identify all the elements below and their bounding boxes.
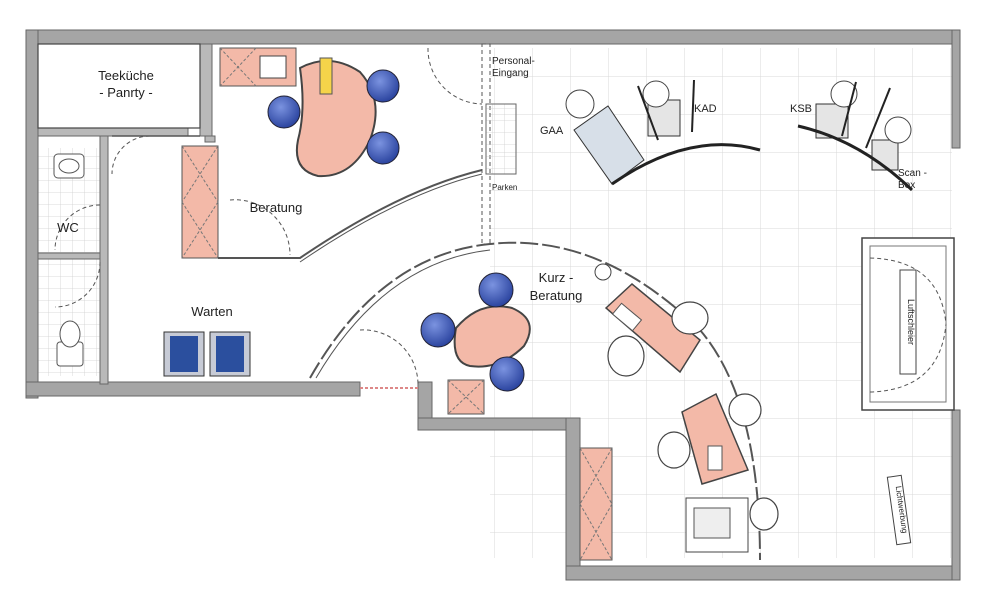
kad-label: KAD	[694, 103, 717, 115]
ksb-label: KSB	[790, 103, 812, 115]
toilet-icon	[56, 320, 84, 367]
chair-icon	[366, 131, 400, 165]
chair-icon	[489, 356, 525, 392]
service-desk-1	[604, 283, 701, 374]
parken-label: Parken	[492, 183, 517, 192]
scan-box-machine	[871, 116, 912, 171]
walls	[25, 29, 961, 581]
cabinet-small	[447, 379, 485, 415]
teekueche-label: Teeküche	[98, 68, 154, 83]
chair-icon	[420, 312, 456, 348]
personal-label: Personal-	[492, 56, 535, 67]
chair-icon	[366, 69, 400, 103]
chair-icon	[478, 272, 514, 308]
service-desk-2	[681, 392, 750, 485]
parken-shelf	[485, 103, 517, 175]
gaa-label: GAA	[540, 125, 564, 137]
chair-icon	[267, 95, 301, 129]
wc-label: WC	[57, 220, 79, 235]
luftschleier-label: Luftschleier	[906, 299, 916, 345]
beratung-monitor	[319, 57, 333, 95]
box-label: Box	[898, 180, 915, 191]
wc-door-swing	[54, 204, 101, 251]
luftschleier-entrance	[861, 237, 955, 411]
inner-walls	[37, 43, 216, 385]
cabinet-corridor	[181, 145, 219, 259]
kitchen-door-swing	[111, 135, 151, 175]
personal-door-swing	[427, 47, 483, 105]
lichtwerbung-sign	[886, 474, 912, 546]
machine-arc-right	[797, 124, 914, 192]
pantry-label: - Panrty -	[99, 85, 152, 100]
staff-figures	[607, 301, 779, 531]
scan-label: Scan -	[898, 168, 927, 179]
teekueche-room	[37, 43, 201, 129]
kurzberatung-desk	[453, 305, 531, 368]
entry-door-swing	[359, 329, 419, 387]
waiting-armchair	[163, 331, 205, 377]
eingang-label: Eingang	[492, 68, 529, 79]
waiting-armchair	[209, 331, 251, 377]
wc2-door-swing	[54, 261, 101, 308]
beratung-curved-wall	[218, 169, 483, 259]
service-desk-3	[685, 497, 749, 553]
machine-arc-left	[611, 143, 761, 186]
beratung-desk	[296, 59, 377, 178]
gaa-machine	[565, 89, 645, 185]
counter-beratung	[219, 47, 297, 87]
kurz-label: Kurz -	[539, 270, 574, 285]
beratung-door-swing	[229, 199, 291, 256]
cabinet-tall	[579, 447, 613, 561]
sink-icon	[53, 153, 85, 179]
kurzberatung-label: Beratung	[530, 288, 583, 303]
beratung-label: Beratung	[250, 200, 303, 215]
warten-label: Warten	[191, 304, 232, 319]
kad-machine	[642, 80, 681, 137]
column-icon	[594, 263, 612, 281]
